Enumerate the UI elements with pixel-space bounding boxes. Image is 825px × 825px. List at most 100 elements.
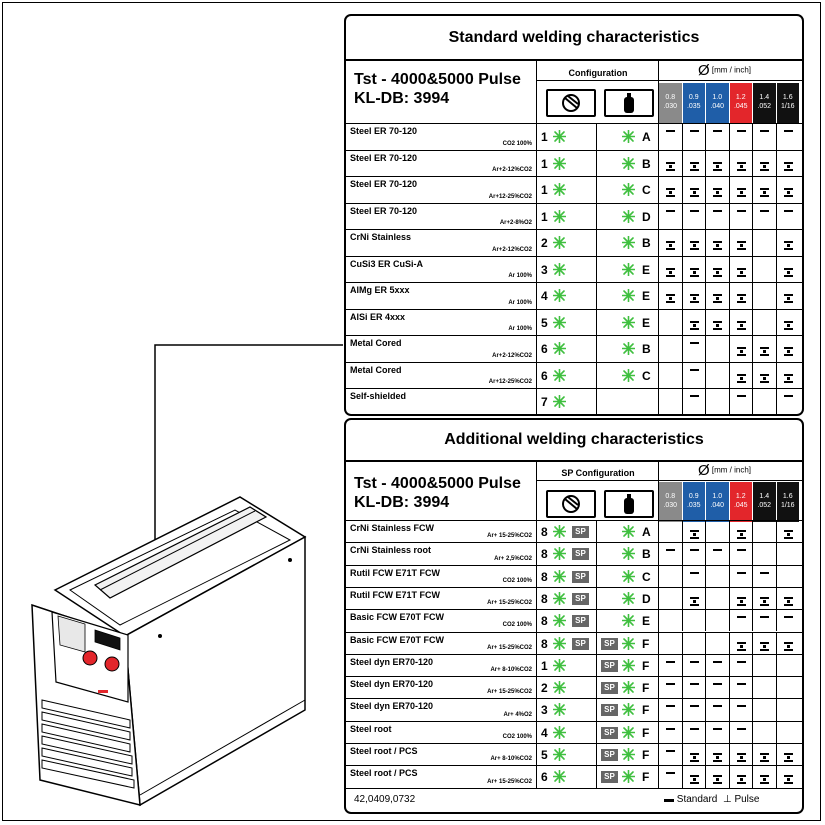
- pulse-symbol-icon: ⊥: [722, 794, 732, 805]
- standard-model: Tst - 4000&5000 Pulse KL-DB: 3994: [354, 70, 521, 108]
- wire-inch: .045: [733, 103, 748, 110]
- spark-icon: [552, 182, 567, 197]
- row-config-number: 1: [541, 183, 548, 197]
- pulse-symbol-icon: [665, 238, 676, 250]
- standard-symbol-icon: [736, 679, 747, 690]
- row-gas: Ar+2-8%O2: [499, 220, 532, 226]
- spark-icon: [621, 591, 636, 606]
- row-name: Steel ER 70-120: [350, 205, 418, 216]
- pulse-symbol-icon: [665, 185, 676, 197]
- spark-icon: [621, 680, 636, 695]
- row-gas: Ar+2-12%CO2: [492, 167, 532, 173]
- row-config-number: 3: [541, 703, 548, 718]
- additional-wire-col-3: 1.2 .045: [729, 482, 752, 522]
- pulse-symbol-icon: [783, 291, 794, 303]
- standard-characteristics-table: Standard welding characteristics Tst - 4…: [344, 14, 804, 416]
- additional-diameter-header: Ø [mm / inch]: [698, 462, 751, 479]
- pulse-symbol-icon: [712, 265, 723, 277]
- pulse-symbol-icon: [689, 159, 700, 171]
- additional-wire-col-1: 0.9.035: [682, 482, 705, 522]
- standard-symbol-icon: [759, 126, 770, 137]
- standard-symbol-icon: [736, 657, 747, 668]
- standard-symbol-icon: [665, 126, 676, 137]
- row-config-number: 4: [541, 725, 548, 740]
- row-name: Steel root: [350, 723, 392, 734]
- standard-wire-col-1: 0.9.035: [682, 83, 705, 123]
- additional-model-line2: KL-DB: 3994: [354, 494, 450, 511]
- pulse-symbol-icon: [759, 185, 770, 197]
- row-gas: Ar+ 8-10%CO2: [490, 667, 532, 674]
- sp-badge: SP: [601, 659, 618, 672]
- wire-mm: 1.2: [735, 493, 746, 500]
- wire-mm: 1.6: [782, 94, 793, 101]
- standard-symbol-icon: [783, 126, 794, 137]
- spark-icon: [621, 209, 636, 223]
- row-config-number: 6: [541, 342, 548, 356]
- row-config-letter: A: [642, 130, 651, 144]
- spark-icon: [552, 288, 567, 303]
- pulse-symbol-icon: [712, 750, 723, 762]
- row-config-letter: F: [642, 725, 650, 740]
- spark-icon: [621, 368, 636, 382]
- standard-config-label: Configuration: [568, 68, 628, 78]
- spark-icon: [621, 315, 636, 329]
- sp-badge: SP: [601, 637, 618, 650]
- row-name: Rutil FCW E71T FCW: [350, 567, 440, 578]
- spark-icon: [621, 769, 636, 784]
- row-config-letter: F: [642, 636, 650, 651]
- pulse-symbol-icon: [783, 238, 794, 250]
- row-name: CrNi Stainless root: [350, 545, 432, 556]
- diameter-unit: [mm / inch]: [711, 65, 752, 75]
- row-name: Steel ER 70-120: [350, 152, 418, 163]
- row-config-number: 2: [541, 681, 548, 696]
- sp-badge: SP: [572, 637, 589, 650]
- wire-inch: .030: [663, 502, 678, 509]
- legend-standard: Standard: [676, 794, 718, 805]
- standard-symbol-icon: [689, 338, 700, 349]
- diameter-symbol: Ø: [698, 62, 710, 79]
- standard-symbol-icon: [783, 612, 794, 623]
- row-config-letter: F: [642, 658, 650, 673]
- pulse-symbol-icon: [759, 594, 770, 606]
- row-gas: Ar 100%: [508, 273, 532, 279]
- sp-badge: SP: [601, 682, 618, 695]
- pulse-symbol-icon: [759, 750, 770, 762]
- standard-symbol-icon: [736, 391, 747, 402]
- pulse-symbol-icon: [783, 750, 794, 762]
- spark-icon: [552, 156, 567, 170]
- standard-symbol-icon: [689, 126, 700, 137]
- row-config-letter: F: [642, 770, 650, 785]
- row-config-letter: C: [642, 368, 651, 383]
- row-config-number: 8: [541, 547, 548, 562]
- pulse-symbol-icon: [736, 639, 747, 651]
- row-config-number: 1: [541, 156, 548, 171]
- pulse-symbol-icon: [665, 265, 676, 277]
- standard-symbol-icon: [689, 679, 700, 690]
- spark-icon: [552, 262, 567, 276]
- wire-mm: 0.9: [688, 94, 699, 101]
- spark-icon: [552, 703, 567, 717]
- row-name: Steel dyn ER70-120: [350, 679, 434, 690]
- spark-icon: [621, 288, 636, 303]
- pulse-symbol-icon: [759, 639, 770, 651]
- spark-icon: [621, 658, 636, 673]
- wire-inch: .045: [733, 502, 748, 509]
- sp-badge: SP: [572, 526, 589, 538]
- row-gas: CO2 100%: [502, 140, 532, 147]
- pulse-symbol-icon: [736, 318, 747, 330]
- pulse-symbol-icon: [783, 159, 794, 171]
- sp-badge: SP: [572, 570, 589, 583]
- row-config-number: 1: [541, 209, 548, 224]
- row-config-letter: F: [642, 703, 650, 718]
- row-config-letter: E: [642, 262, 651, 277]
- spark-icon: [621, 546, 636, 561]
- row-name: Steel dyn ER70-120: [350, 701, 434, 712]
- spark-icon: [552, 769, 567, 784]
